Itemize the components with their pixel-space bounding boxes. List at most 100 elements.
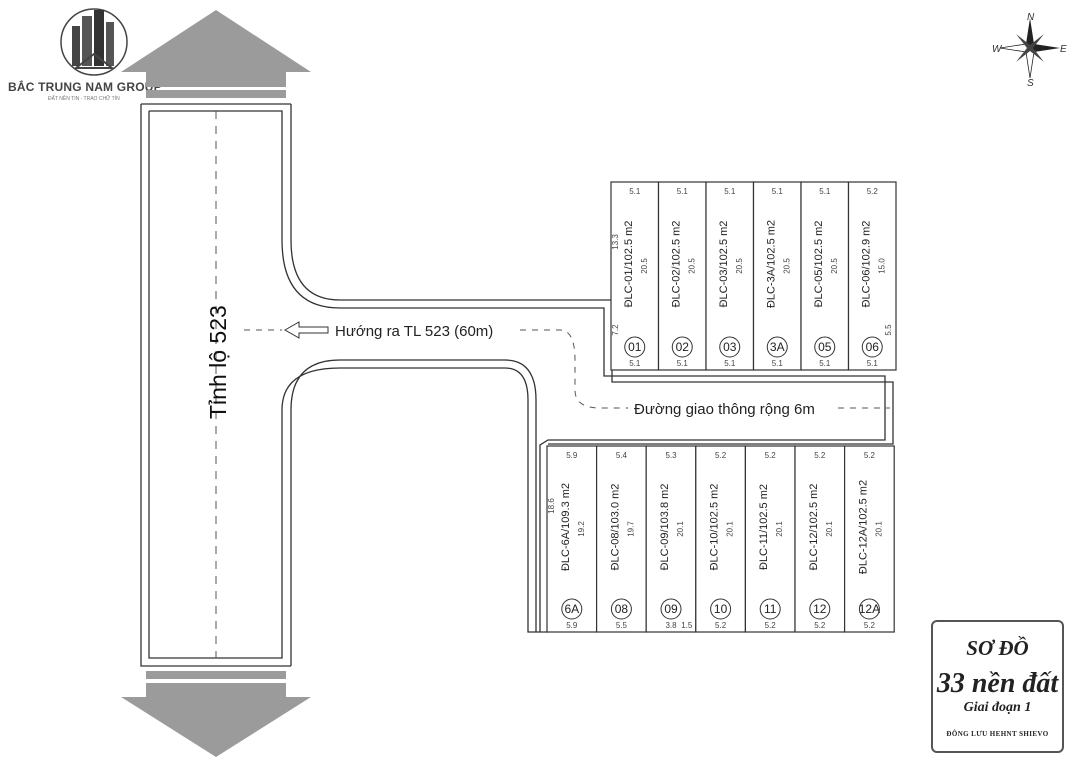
lot-top-dim: 5.1: [677, 187, 689, 196]
lot-bottom-dim: 5.2: [864, 621, 876, 630]
brand-name: BẮC TRUNG NAM GROUP: [8, 80, 162, 94]
brand-tagline: ĐẤT NỀN TIN - TRAO CHỮ TÍN: [48, 96, 120, 102]
lot-number-badge: [861, 336, 883, 358]
lot-side-dim: 19.7: [626, 521, 635, 537]
lot-bottom-dim: 5.1: [819, 359, 831, 368]
north-arrow-up: [121, 10, 311, 98]
lot-label: ĐLC-11/102.5 m2: [758, 484, 770, 570]
lot-label: ĐLC-6A/109.3 m2: [560, 483, 572, 571]
exit-arrow: [283, 321, 329, 339]
lot-number-badge: [719, 336, 741, 358]
lot-number: 6A: [564, 602, 579, 616]
compass-n: N: [1027, 12, 1035, 23]
lot-label: ĐLC-02/102.5 m2: [670, 221, 682, 308]
compass-rose: N S E W: [990, 8, 1070, 90]
lot-number-badge: [660, 598, 682, 620]
lot-number-badge: [561, 598, 583, 620]
lot-bottom-dim: 5.1: [677, 359, 689, 368]
lot-number: 03: [723, 340, 737, 354]
lot-side-dim: 20.5: [640, 258, 649, 274]
main-road-label: Tỉnh lộ 523: [205, 305, 231, 419]
lot-extra-dim: 18.6: [547, 498, 556, 514]
lot-bottom-dim: 5.1: [772, 359, 784, 368]
lot-top-dim: 5.2: [715, 451, 727, 460]
lot-bottom-dim: 5.5: [616, 621, 628, 630]
lot-side-dim: 20.1: [825, 521, 834, 537]
lot-extra-dim: 7.2: [611, 324, 620, 336]
south-arrow-down: [121, 671, 311, 757]
lot-number-badge: [624, 336, 646, 358]
lot-bottom-dim: 5.2: [814, 621, 826, 630]
lot-side-dim: 20.5: [782, 258, 791, 274]
legend-title: SƠ ĐỒ: [966, 636, 1029, 660]
lot-number-badge: [858, 598, 880, 620]
legend-phase: Giai đoạn 1: [963, 700, 1032, 715]
legend-count: 33 nền đất: [936, 668, 1059, 699]
building-icon: [60, 8, 128, 76]
lot-label: ĐLC-12A/102.5 m2: [857, 480, 869, 574]
lot-label: ĐLC-06/102.9 m2: [860, 221, 872, 308]
legend-box: SƠ ĐỒ 33 nền đất Giai đoạn 1 ĐÔNG LƯU HE…: [931, 620, 1064, 753]
lot-extra-dim: 5.5: [884, 324, 893, 336]
lot-label: ĐLC-09/103.8 m2: [659, 484, 671, 571]
lot-number: 12A: [859, 602, 880, 616]
lot-number: 10: [714, 602, 728, 616]
compass-w: W: [992, 44, 1003, 55]
lot-number-badge: [671, 336, 693, 358]
lot-08[interactable]: 5.4 5.5 ĐLC-08/103.0 m2 19.7 08: [595, 445, 647, 633]
lot-number: 11: [764, 602, 777, 616]
lot-number: 3A: [770, 340, 785, 354]
lot-label: ĐLC-01/102.5 m2: [623, 221, 635, 308]
lot-extra-dim: 13.3: [611, 234, 620, 250]
lot-side-dim: 20.1: [775, 521, 784, 537]
lot-top-dim: 5.1: [819, 187, 831, 196]
lot-number-badge: [610, 598, 632, 620]
lot-label: ĐLC-12/102.5 m2: [808, 484, 820, 571]
lot-top-dim: 5.2: [867, 187, 879, 196]
lot-side-dim: 20.5: [735, 258, 744, 274]
lot-number-badge: [809, 598, 831, 620]
lot-number-badge: [814, 336, 836, 358]
lot-label: ĐLC-10/102.5 m2: [709, 484, 721, 571]
lot-bottom-dim: 5.2: [715, 621, 727, 630]
lot-top-dim: 5.1: [629, 187, 641, 196]
lot-side-dim: 20.5: [830, 258, 839, 274]
main-road-outline: [140, 103, 894, 667]
compass-icon: N S E W: [992, 12, 1067, 89]
lot-number: 02: [676, 340, 690, 354]
lot-top-dim: 5.2: [864, 451, 876, 460]
lot-side-dim: 15.0: [877, 258, 886, 274]
lot-top-dim: 5.1: [772, 187, 784, 196]
lot-bottom-dim: 3.8: [665, 621, 677, 630]
lot-number-badge: [710, 598, 732, 620]
lot-bottom-dim: 5.1: [629, 359, 641, 368]
exit-road-label: Hướng ra TL 523 (60m): [335, 323, 493, 340]
lot-number: 08: [615, 602, 629, 616]
lot-top-dim: 5.1: [724, 187, 736, 196]
lot-number: 12: [813, 602, 827, 616]
lot-number-badge: [759, 598, 781, 620]
lot-label: ĐLC-08/103.0 m2: [609, 484, 621, 571]
lot-label: ĐLC-03/102.5 m2: [718, 221, 730, 308]
lot-top-dim: 5.3: [665, 451, 677, 460]
lot-label: ĐLC-3A/102.5 m2: [765, 220, 777, 308]
compass-e: E: [1060, 44, 1067, 55]
lot-top-dim: 5.2: [814, 451, 826, 460]
lot-top-dim: 5.4: [616, 451, 628, 460]
lot-extra-dim: 1.5: [681, 621, 693, 630]
